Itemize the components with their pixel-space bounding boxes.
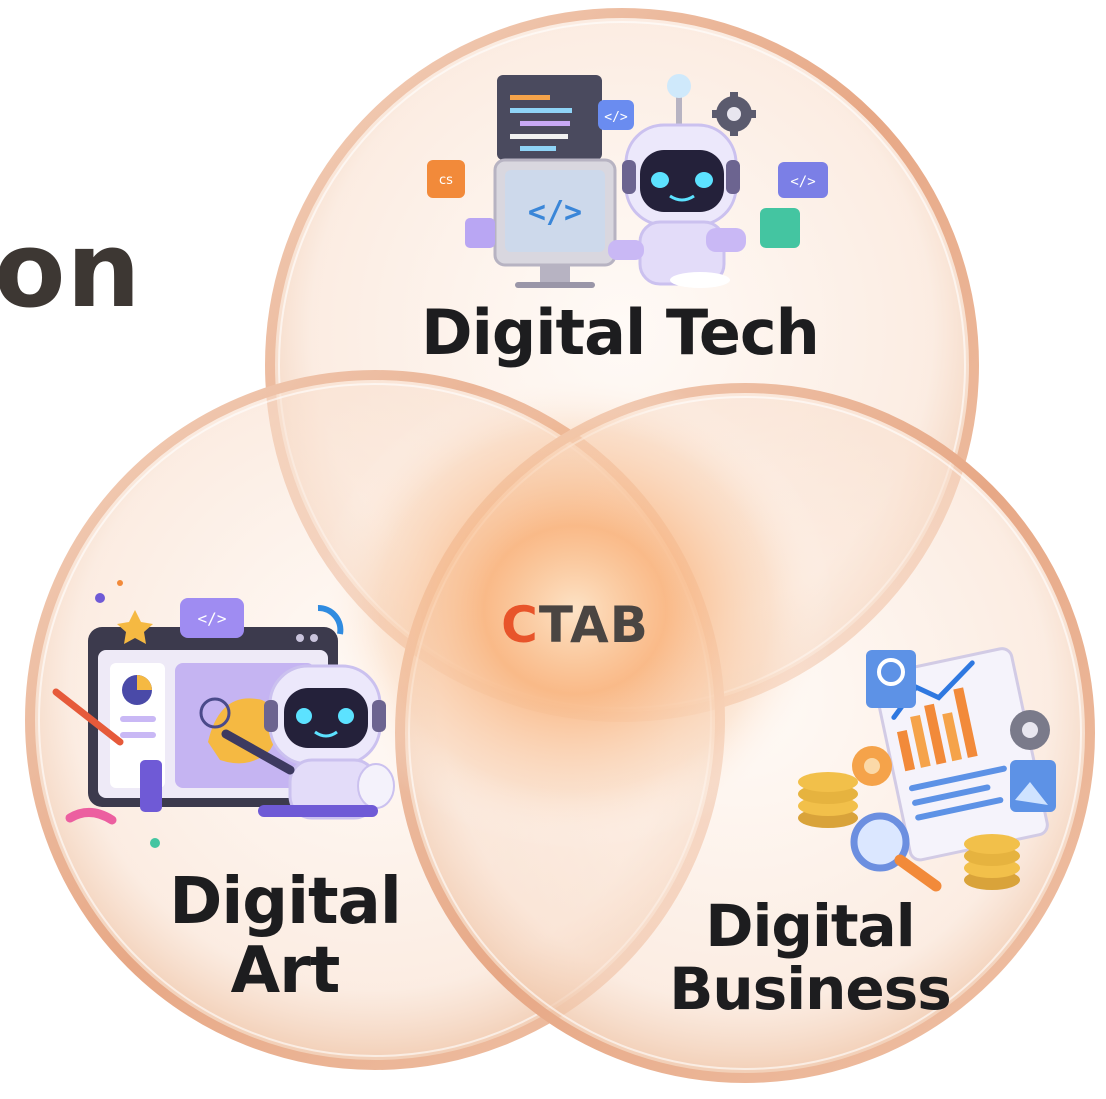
center-label-ctab: CTAB bbox=[470, 596, 680, 654]
label-digital-art: Digital Art bbox=[140, 865, 430, 1009]
label-digital-tech: Digital Tech bbox=[421, 296, 820, 369]
label-digital-art-line2: Art bbox=[230, 934, 341, 1009]
business-analytics-icon bbox=[798, 647, 1056, 892]
label-digital-art-line1: Digital bbox=[169, 865, 402, 939]
center-glow bbox=[315, 370, 835, 850]
heading-fragment: on bbox=[0, 209, 142, 331]
center-label-accent: C bbox=[501, 596, 539, 654]
robot-painting-icon: </> bbox=[52, 580, 395, 848]
svg-text:</>: </> bbox=[528, 195, 582, 230]
label-digital-business-line2: Business bbox=[669, 954, 952, 1023]
robot-coding-icon: </> </> bbox=[427, 74, 828, 288]
svg-text:cs: cs bbox=[439, 173, 453, 188]
svg-text:</>: </> bbox=[604, 110, 628, 125]
coin-stack-icon bbox=[798, 772, 1020, 890]
svg-text:</>: </> bbox=[198, 609, 227, 628]
svg-text:</>: </> bbox=[790, 174, 815, 190]
label-digital-business: Digital Business bbox=[650, 895, 970, 1020]
label-digital-business-line1: Digital bbox=[705, 892, 915, 960]
center-label-rest: TAB bbox=[538, 596, 649, 654]
